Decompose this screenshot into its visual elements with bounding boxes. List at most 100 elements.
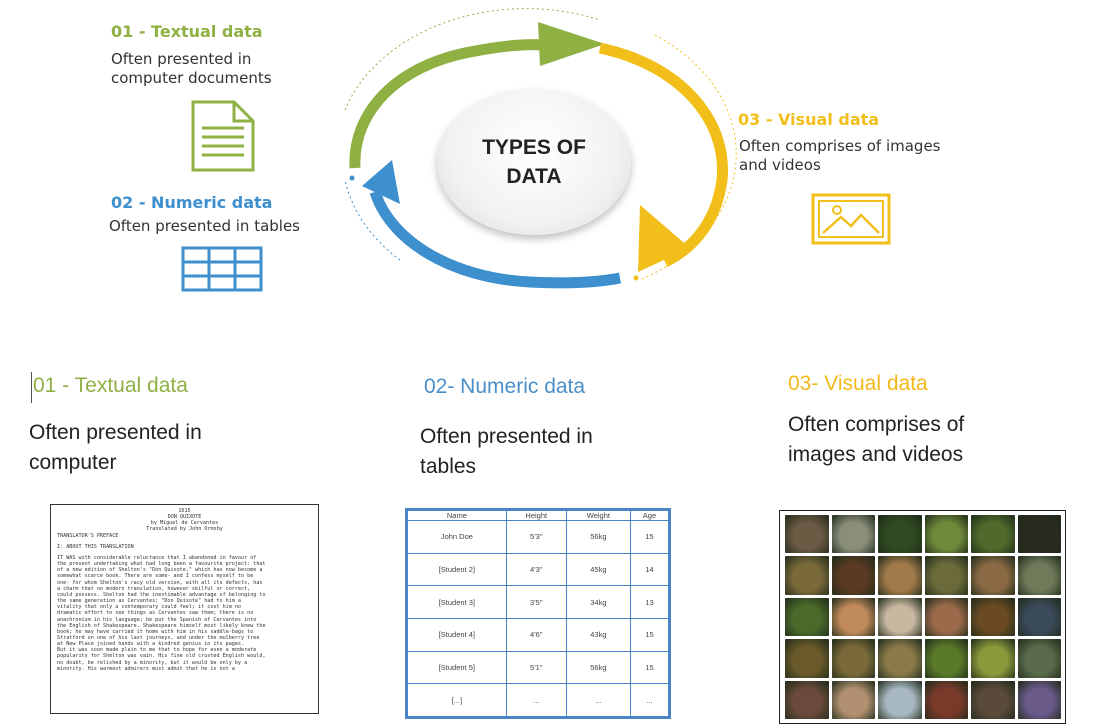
header-height: Height — [505, 510, 567, 521]
cell-height: 4'6" — [505, 617, 567, 652]
cell-name: [Student 3] — [407, 585, 507, 619]
cell-age: 15 — [629, 650, 669, 685]
cell-height: 5'3" — [505, 520, 567, 554]
image-thumbnail — [878, 597, 922, 637]
table-row: [Student 4] 4'6" 43kg 15 — [407, 617, 669, 652]
image-thumbnail — [785, 639, 829, 678]
table-row: [...] ... ... ... — [407, 683, 669, 717]
student-table: Name Height Weight Age John Doe 5'3" 56k… — [407, 510, 669, 717]
image-thumbnail — [1017, 597, 1061, 637]
cell-weight: 45kg — [565, 552, 631, 587]
center-disc: TYPES OF DATA — [437, 89, 631, 235]
image-thumbnail — [1017, 556, 1061, 595]
cell-weight: 34kg — [565, 585, 631, 619]
image-thumbnail — [831, 597, 875, 637]
image-thumbnail — [831, 556, 875, 595]
cell-weight: ... — [565, 683, 631, 717]
image-thumbnail — [924, 556, 968, 595]
table-row: [Student 2] 4'3" 45kg 14 — [407, 552, 669, 587]
cycle-arrows — [344, 8, 737, 289]
cell-weight: 56kg — [565, 520, 631, 554]
image-thumbnail — [971, 515, 1015, 554]
image-thumbnail — [878, 639, 922, 678]
types-of-data-infographic: TYPES OF DATA 01 - Textual data Often pr… — [0, 0, 1103, 330]
image-thumbnail — [785, 515, 829, 554]
image-thumbnail — [924, 515, 968, 554]
image-thumbnail — [971, 639, 1015, 678]
yellow-dotted-guide — [639, 34, 737, 281]
image-thumbnail — [971, 556, 1015, 595]
image-thumbnail — [1017, 639, 1061, 678]
guide-dot — [349, 175, 355, 181]
info-title-textual: 01 - Textual data — [111, 22, 263, 41]
section-title-visual: 03- Visual data — [788, 372, 928, 395]
image-thumbnail-grid — [785, 515, 1061, 719]
section-desc-numeric: Often presented in tables — [420, 425, 593, 478]
section-title-numeric: 02- Numeric data — [424, 375, 586, 398]
document-section-title: I: ABOUT THIS TRANSLATION — [57, 543, 134, 550]
green-dotted-guide — [344, 8, 601, 111]
table-row: John Doe 5'3" 56kg 15 — [407, 520, 669, 554]
green-arrow-head — [538, 22, 605, 66]
header-age: Age — [629, 510, 669, 521]
cell-height: 5'1" — [505, 650, 567, 685]
image-thumbnail — [971, 680, 1015, 719]
center-title: TYPES OF DATA — [482, 136, 586, 188]
image-thumbnail — [831, 680, 875, 719]
image-thumbnail — [924, 597, 968, 637]
green-arc — [349, 39, 546, 169]
image-thumbnail — [924, 680, 968, 719]
document-paragraph: IT WAS with considerable reluctance that… — [57, 554, 266, 672]
yellow-arrow-head — [638, 205, 690, 272]
info-title-visual: 03 - Visual data — [738, 110, 880, 129]
document-icon — [191, 100, 255, 172]
image-thumbnail — [1017, 680, 1061, 719]
blue-arrow-head — [362, 160, 400, 204]
table-row: [Student 3] 3'5" 34kg 13 — [407, 585, 669, 619]
document-header: 1615 DON QUIXOTE by Miguel de Cervantes … — [146, 508, 223, 533]
table-header-row: Name Height Weight Age — [407, 510, 669, 521]
cell-height: 4'3" — [505, 552, 567, 587]
cell-age: 15 — [629, 617, 669, 652]
cell-age: 13 — [629, 585, 669, 619]
section-desc-textual: Often presented in computer — [29, 421, 202, 474]
cell-age: 14 — [629, 552, 669, 587]
blue-dotted-guide — [344, 179, 401, 261]
section-title-textual: 01 - Textual data — [33, 374, 188, 397]
cell-weight: 56kg — [565, 650, 631, 685]
table-row: [Student 5] 5'1" 56kg 15 — [407, 650, 669, 685]
image-thumbnail — [785, 556, 829, 595]
image-thumbnail — [878, 556, 922, 595]
blue-arc — [369, 190, 622, 289]
info-desc-visual: Often comprises of images and videos — [739, 137, 941, 174]
info-title-numeric: 02 - Numeric data — [111, 193, 273, 212]
cell-height: 3'5" — [505, 585, 567, 619]
guide-dot — [633, 275, 639, 281]
cell-name: John Doe — [407, 520, 507, 554]
document-sample: 1615 DON QUIXOTE by Miguel de Cervantes … — [50, 504, 319, 714]
cell-name: [...] — [407, 683, 507, 717]
image-thumbnail — [971, 597, 1015, 637]
cell-weight: 43kg — [565, 617, 631, 652]
cell-name: [Student 5] — [407, 650, 507, 685]
image-grid-sample — [779, 510, 1066, 724]
cell-age: ... — [629, 683, 669, 717]
image-thumbnail — [878, 515, 922, 554]
info-desc-textual: Often presented in computer documents — [111, 50, 272, 87]
image-thumbnail — [924, 639, 968, 678]
info-desc-numeric: Often presented in tables — [109, 217, 300, 235]
header-weight: Weight — [565, 510, 631, 521]
cell-age: 15 — [629, 520, 669, 554]
header-name: Name — [407, 510, 507, 521]
numeric-table-sample: Name Height Weight Age John Doe 5'3" 56k… — [405, 508, 671, 719]
image-thumbnail — [785, 680, 829, 719]
image-thumbnail — [831, 639, 875, 678]
cell-height: ... — [505, 683, 567, 717]
image-thumbnail — [1017, 515, 1061, 554]
text-cursor — [31, 372, 32, 403]
document-preface-title: TRANSLATOR'S PREFACE — [57, 532, 119, 539]
yellow-arc — [598, 42, 728, 267]
table-icon — [181, 246, 263, 292]
image-thumbnail — [878, 680, 922, 719]
cell-name: [Student 4] — [407, 617, 507, 652]
